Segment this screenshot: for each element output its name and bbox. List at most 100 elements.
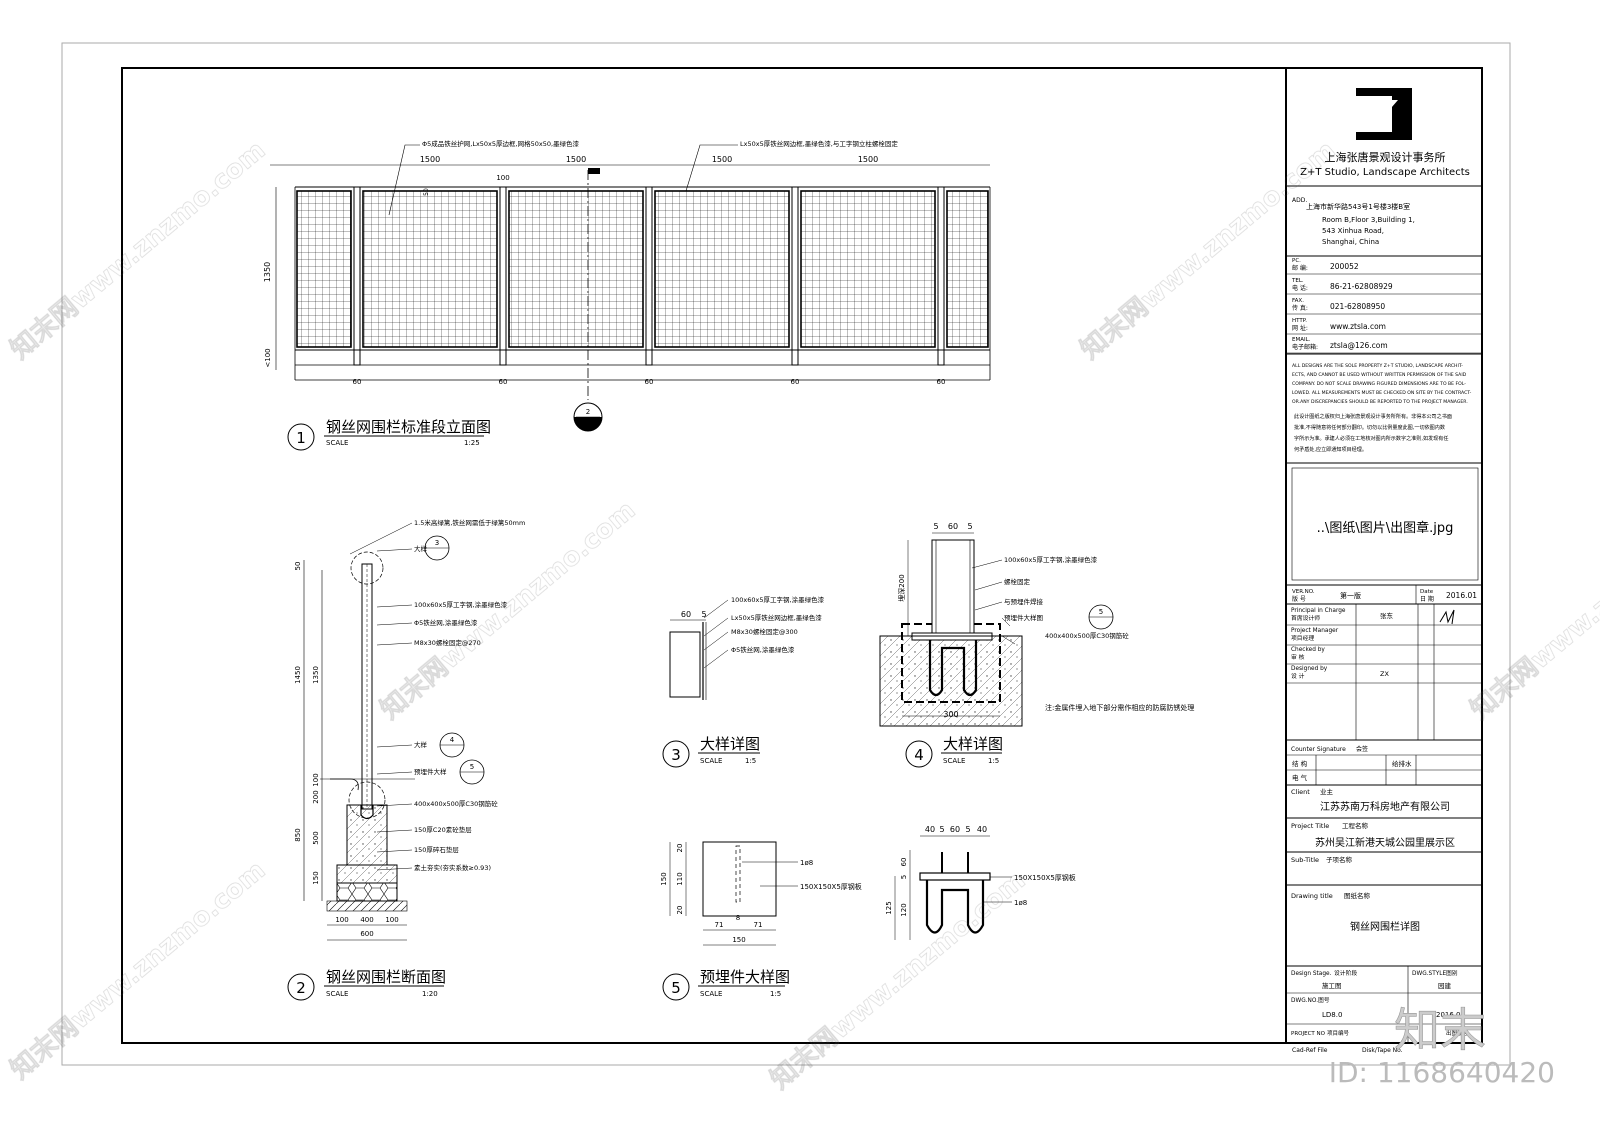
d4-dim-top-3: 5 (967, 522, 972, 531)
elev-note-left: Φ5成品铁丝护网,Lx50x5厚边框,网格50x50,墨绿色漆 (422, 139, 580, 148)
elev-dim-post-4: 60 (791, 378, 800, 386)
cad-ref-label: Cad-Ref File (1292, 1047, 1328, 1054)
d4-callout: 5 (1099, 608, 1103, 616)
elev-dim-span-2: 1500 (566, 155, 586, 164)
section-dim-1450: 1450 (294, 666, 302, 684)
design-stage-value: 施工图 (1322, 981, 1342, 990)
view-4-number: 4 (914, 746, 924, 764)
print-seq-cn: 出图序号 (1446, 1029, 1469, 1037)
section-dim-200: 200 (312, 790, 320, 803)
address-en-3: Shanghai, China (1322, 238, 1379, 246)
steel-post (499, 186, 507, 366)
d5b-dim-t3: 60 (950, 825, 960, 834)
d5a-dim-b1: 71 (715, 921, 724, 929)
watermark-3: 知末网www.znzmo.com (765, 865, 1031, 1095)
project-no-cn: 项目编号 (1327, 1029, 1350, 1037)
d4-note-2: 螺栓固定 (1004, 577, 1031, 586)
http-label-cn: 网 址: (1292, 324, 1308, 332)
d5b-dim-l1: 60 (900, 858, 908, 867)
ck-label: Checked by (1291, 647, 1325, 653)
fax-label: FAX. (1292, 298, 1304, 304)
section-note-9: 150厚C20素砼垫层 (414, 825, 472, 834)
view-title-3: 3 大样详图 SCALE 1:5 (662, 735, 760, 768)
elev-dim-bottom: <100 (264, 348, 272, 367)
design-stage-label: Design Stage. (1291, 971, 1332, 977)
pc-label: PC. (1292, 258, 1301, 264)
d5b-dim-l2: 5 (900, 875, 908, 879)
address-en-2: 543 Xinhua Road, (1322, 227, 1384, 235)
dwg-date-value: 2016.03 (1436, 1011, 1465, 1019)
view-1-number: 1 (296, 429, 306, 447)
watermark-6: 知末网www.znzmo.com (5, 855, 271, 1085)
view-title-1: 1 钢丝网围栏标准段立面图 SCALE 1:25 (287, 418, 491, 451)
address-cn: 上海市新华路543号1号楼3楼B室 (1306, 202, 1410, 211)
view-5-scale: 1:5 (770, 990, 781, 998)
section-note-3: 100x60x5厚工字钢,涂墨绿色漆 (414, 600, 508, 609)
client-label-cn: 业主 (1320, 787, 1334, 796)
address-en-1: Room B,Floor 3,Building 1, (1322, 216, 1415, 224)
d5a-dim-total-h: 150 (732, 936, 745, 944)
d3-dim-5: 5 (701, 610, 706, 619)
stamp-placeholder: ..\图纸\图片\出图章.jpg (1317, 520, 1454, 536)
section-note-4: Φ5铁丝网,涂墨绿色漆 (414, 618, 478, 627)
d5a-dim-total-v: 150 (660, 872, 668, 885)
mesh-panel (508, 190, 644, 348)
d5b-dim-l3: 125 (885, 901, 893, 914)
project-no-label: PROJECT NO (1291, 1031, 1326, 1037)
project-title-cn: 工程名称 (1342, 821, 1369, 830)
mesh-panel (800, 190, 936, 348)
sub-title-label: Sub-Title (1291, 856, 1319, 864)
mesh-panel (946, 190, 989, 348)
title-block: 上海张唐景观设计事务所 Z+T Studio, Landscape Archit… (1286, 88, 1482, 1054)
section-dim-b3: 100 (385, 916, 398, 924)
d4-note-3: 与预埋件焊接 (1004, 597, 1044, 606)
elev-dim-height: 1350 (263, 262, 272, 282)
dwg-style-cn: 图别 (1446, 969, 1458, 977)
d3-dim-60: 60 (681, 610, 691, 619)
section-dim-total: 600 (360, 930, 373, 938)
d4-note-1: 100x60x5厚工字钢,涂墨绿色漆 (1004, 555, 1098, 564)
d3-note-4: Φ5铁丝网,涂墨绿色漆 (731, 645, 795, 654)
d3-note-2: Lx50x5厚铁丝网边框,墨绿色漆 (731, 613, 822, 622)
view-1-scale: 1:25 (464, 439, 480, 447)
section-dim-850: 850 (294, 828, 302, 841)
pm-label: Project Manager (1291, 628, 1339, 634)
detail-4-view: 5 60 5 埋深200 300 100x60x5厚工字钢,涂墨绿色漆螺栓固定与… (879, 522, 1194, 727)
elev-note-right: Lx50x5厚铁丝网边框,墨绿色漆,与工字钢立柱螺栓固定 (740, 139, 898, 148)
d3-note-3: M8x30螺栓固定@300 (731, 627, 798, 636)
d5b-dim-t1: 40 (925, 825, 935, 834)
d4-note-5: 400x400x500厚C30钢筋砼 (1045, 631, 1129, 640)
d5a-dim-l3: 20 (676, 906, 684, 915)
elev-dim-post-2: 60 (499, 378, 508, 386)
http-value: www.ztsla.com (1330, 322, 1386, 331)
d4-note-4: 预埋件大样图 (1004, 613, 1043, 622)
design-stage-cn: 设计阶段 (1334, 969, 1357, 977)
d5a-dim-b2: 8 (736, 914, 740, 922)
firm-name-en: Z+T Studio, Landscape Architects (1300, 167, 1470, 178)
d4-note-extra: 注:金属件埋入地下部分需作相应的防腐防锈处理 (1045, 703, 1194, 712)
elev-dim-span-3: 1500 (712, 155, 732, 164)
tel-label-cn: 电 话: (1292, 284, 1308, 292)
db-label-cn: 设 计 (1291, 672, 1305, 680)
mesh-panel (296, 190, 352, 348)
drawing-title-value: 钢丝网围栏详图 (1350, 920, 1420, 933)
d5a-dim-l1: 20 (676, 844, 684, 853)
section-dim-100: 100 (312, 773, 320, 786)
section-callout-callout_c: 5 (470, 763, 474, 771)
pc-label-cn: 邮 编: (1292, 264, 1308, 272)
disk-label: Disk/Tape No. (1362, 1047, 1403, 1054)
mesh-panel (654, 190, 790, 348)
elec-label: 电 气 (1292, 773, 1308, 782)
elev-dim-post-1: 60 (353, 378, 362, 386)
section-note-1: 1.5米高绿篱,铁丝网需低于绿篱50mm (414, 518, 525, 527)
watermark-5: 知末网www.znzmo.com (1465, 495, 1600, 725)
disclaimer-en-3: COMPANY. DO NOT SCALE DRAWING FIGURED DI… (1292, 381, 1466, 387)
mesh-panel (362, 190, 498, 348)
d5a-dim-l2: 110 (676, 872, 684, 885)
firm-name-cn: 上海张唐景观设计事务所 (1325, 150, 1446, 164)
section-callout-callout_a: 3 (435, 539, 439, 547)
view-3-scale: 1:5 (745, 757, 756, 765)
steel-post (645, 186, 653, 366)
drawing-border (121, 67, 1483, 1044)
elev-dim-100: 100 (496, 174, 509, 182)
